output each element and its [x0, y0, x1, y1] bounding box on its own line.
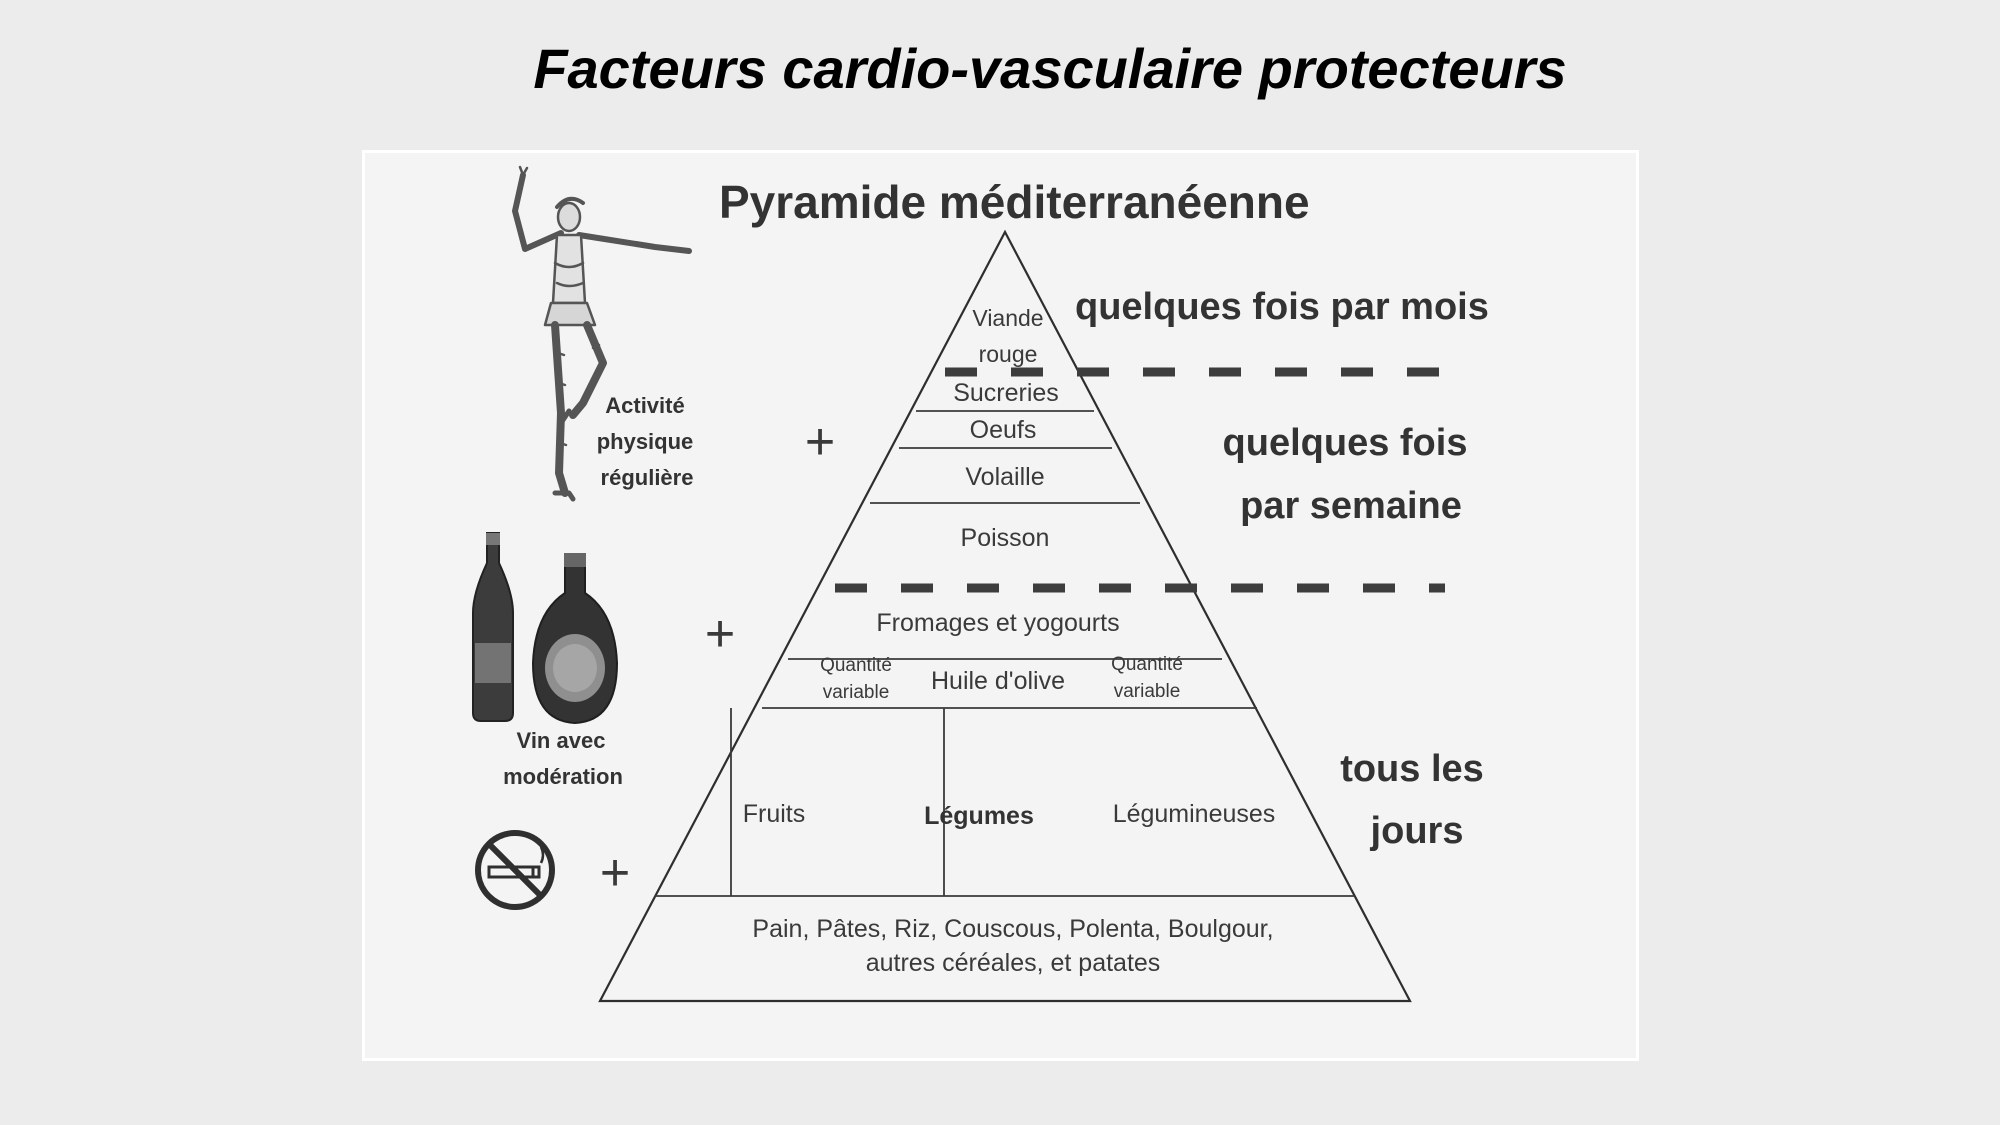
tier-variable-right-line1: Quantité — [1111, 654, 1183, 675]
wine-bottles — [472, 532, 619, 725]
tier-red-meat-line1: Viande — [972, 305, 1043, 331]
tier-eggs: Oeufs — [970, 416, 1037, 444]
tier-variable-left-line1: Quantité — [820, 655, 892, 676]
tier-sweets: Sucreries — [953, 379, 1059, 407]
tier-fruits: Fruits — [743, 800, 806, 828]
tier-fish: Poisson — [961, 524, 1050, 552]
tier-legumes: Légumineuses — [1113, 800, 1276, 828]
plus-sign-wine: + — [705, 605, 735, 663]
freq-weekly-line1: quelques fois — [1223, 422, 1468, 464]
freq-daily-line2: jours — [1370, 810, 1464, 852]
wine-label-line2: modération — [503, 764, 623, 789]
dancer-figure — [512, 165, 692, 502]
slide-title: Facteurs cardio-vasculaire protecteurs — [533, 37, 1567, 100]
plus-sign-smoking: + — [600, 844, 630, 902]
tier-red-meat-line2: rouge — [979, 341, 1038, 367]
freq-weekly-line2: par semaine — [1240, 485, 1462, 527]
plus-sign-activity: + — [805, 413, 835, 471]
tier-dairy: Fromages et yogourts — [876, 609, 1119, 637]
tier-poultry: Volaille — [965, 463, 1044, 491]
pyramid-outline — [598, 229, 1412, 1003]
pyramid-figure: Pyramide méditerranéenne Viande rouge Su… — [362, 150, 1639, 1061]
tier-variable-left-line2: variable — [823, 682, 890, 703]
activity-label-line1: Activité — [605, 393, 684, 418]
activity-label-line3: régulière — [601, 465, 694, 490]
activity-label-line2: physique — [597, 429, 694, 454]
tier-base-line2: autres céréales, et patates — [866, 949, 1161, 977]
tier-variable-right-line2: variable — [1114, 681, 1181, 702]
tier-base-line1: Pain, Pâtes, Riz, Couscous, Polenta, Bou… — [752, 915, 1273, 943]
pyramid-title: Pyramide méditerranéenne — [719, 176, 1310, 228]
tier-vegetables: Légumes — [924, 802, 1034, 830]
freq-daily-line1: tous les — [1340, 748, 1484, 790]
tier-olive-oil: Huile d'olive — [931, 667, 1065, 695]
freq-monthly: quelques fois par mois — [1075, 286, 1489, 328]
pyramid-tier-lines — [655, 410, 1355, 897]
wine-label-line1: Vin avec — [517, 728, 606, 753]
no-smoking-icon — [475, 830, 555, 910]
